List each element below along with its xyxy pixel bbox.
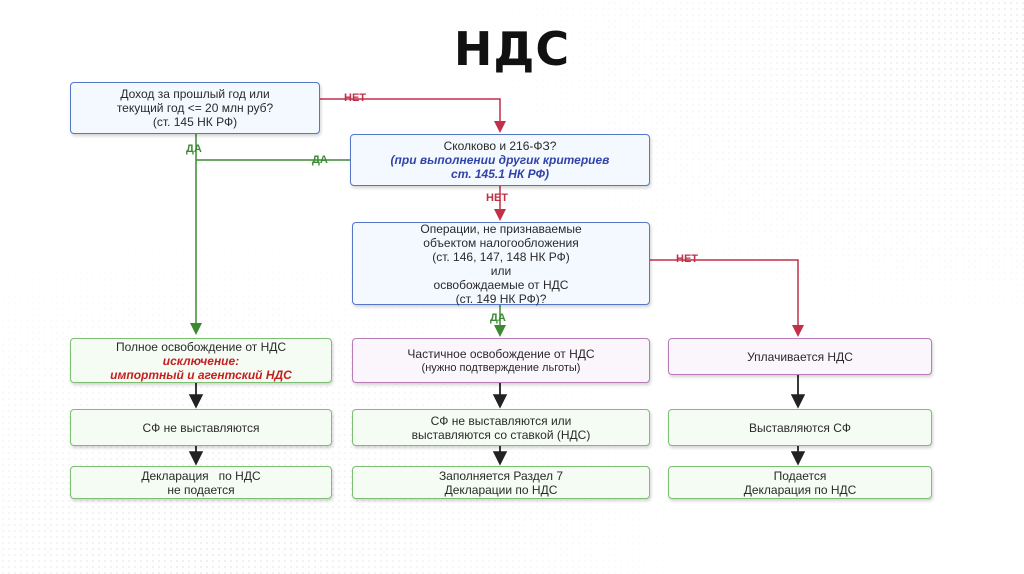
col1-invoices: СФ не выставляются xyxy=(70,409,332,446)
question-operations-line-6: (ст. 149 НК РФ)? xyxy=(455,291,547,306)
col2-invoices: СФ не выставляются или выставляются со с… xyxy=(352,409,650,446)
col1-declaration-line-2: не подается xyxy=(167,482,235,497)
col3-declaration-line-2: Декларация по НДС xyxy=(743,482,857,497)
label-yes-3: ДА xyxy=(490,312,506,324)
col3-vat-paid: Уплачивается НДС xyxy=(668,338,932,375)
col2-declaration-line-1: Заполняется Раздел 7 xyxy=(438,468,564,483)
question-skolkovo: Сколково и 216-ФЗ? (при выполнении други… xyxy=(350,134,650,186)
label-no-3: НЕТ xyxy=(676,253,698,265)
col1-full-exemption: Полное освобождение от НДС исключение: и… xyxy=(70,338,332,383)
col2-partial-exemption-line-2: (нужно подтверждение льготы) xyxy=(421,361,581,374)
q1-no-connector xyxy=(320,98,506,133)
col1-declaration-line-1: Декларация по НДС xyxy=(141,468,261,483)
question-operations-line-3: (ст. 146, 147, 148 НК РФ) xyxy=(432,249,570,264)
question-operations-line-2: объектом налогообложения xyxy=(423,235,579,250)
label-no-2: НЕТ xyxy=(486,192,508,204)
page-title: НДС xyxy=(453,22,571,76)
col1-exception-text: импортный и агентский НДС xyxy=(110,367,292,382)
question-income-line-3: (ст. 145 НК РФ) xyxy=(152,115,238,129)
col3-vat-paid-line-1: Уплачивается НДС xyxy=(747,349,853,364)
question-skolkovo-line-2: (при выполнении другик критериев xyxy=(390,153,610,167)
question-income-line-2: текущий год <= 20 млн руб? xyxy=(116,101,274,115)
label-yes-2: ДА xyxy=(312,154,328,166)
question-operations-line-1: Операции, не признаваемые xyxy=(420,221,582,236)
col3-invoices-line-1: Выставляются СФ xyxy=(749,420,851,435)
question-skolkovo-line-3: ст. 145.1 НК РФ) xyxy=(451,167,549,181)
col2-invoices-line-2: выставляются со ставкой (НДС) xyxy=(411,427,591,442)
col2-declaration-line-2: Декларации по НДС xyxy=(444,482,558,497)
question-income: Доход за прошлый год или текущий год <= … xyxy=(70,82,320,134)
question-operations-line-4: или xyxy=(490,263,512,278)
col1-declaration: Декларация по НДС не подается xyxy=(70,466,332,499)
col3-invoices: Выставляются СФ xyxy=(668,409,932,446)
label-yes-1: ДА xyxy=(186,143,202,155)
question-income-line-1: Доход за прошлый год или xyxy=(120,87,270,101)
col2-declaration: Заполняется Раздел 7 Декларации по НДС xyxy=(352,466,650,499)
col1-exception-label: исключение: xyxy=(162,353,240,368)
col2-partial-exemption-line-1: Частичное освобождение от НДС xyxy=(407,346,595,361)
question-skolkovo-line-1: Сколково и 216-ФЗ? xyxy=(443,139,557,153)
question-operations-line-5: освобождаемые от НДС xyxy=(433,277,569,292)
col2-invoices-line-1: СФ не выставляются или xyxy=(430,413,572,428)
question-operations: Операции, не признаваемые объектом налог… xyxy=(352,221,650,306)
label-no-1: НЕТ xyxy=(344,92,366,104)
q3-no-connector xyxy=(650,259,804,337)
col2-partial-exemption: Частичное освобождение от НДС (нужно под… xyxy=(352,338,650,383)
col3-declaration-line-1: Подается xyxy=(773,468,827,483)
col1-invoices-line-1: СФ не выставляются xyxy=(142,420,260,435)
col1-full-exemption-line-1: Полное освобождение от НДС xyxy=(115,339,287,354)
col3-declaration: Подается Декларация по НДС xyxy=(668,466,932,499)
